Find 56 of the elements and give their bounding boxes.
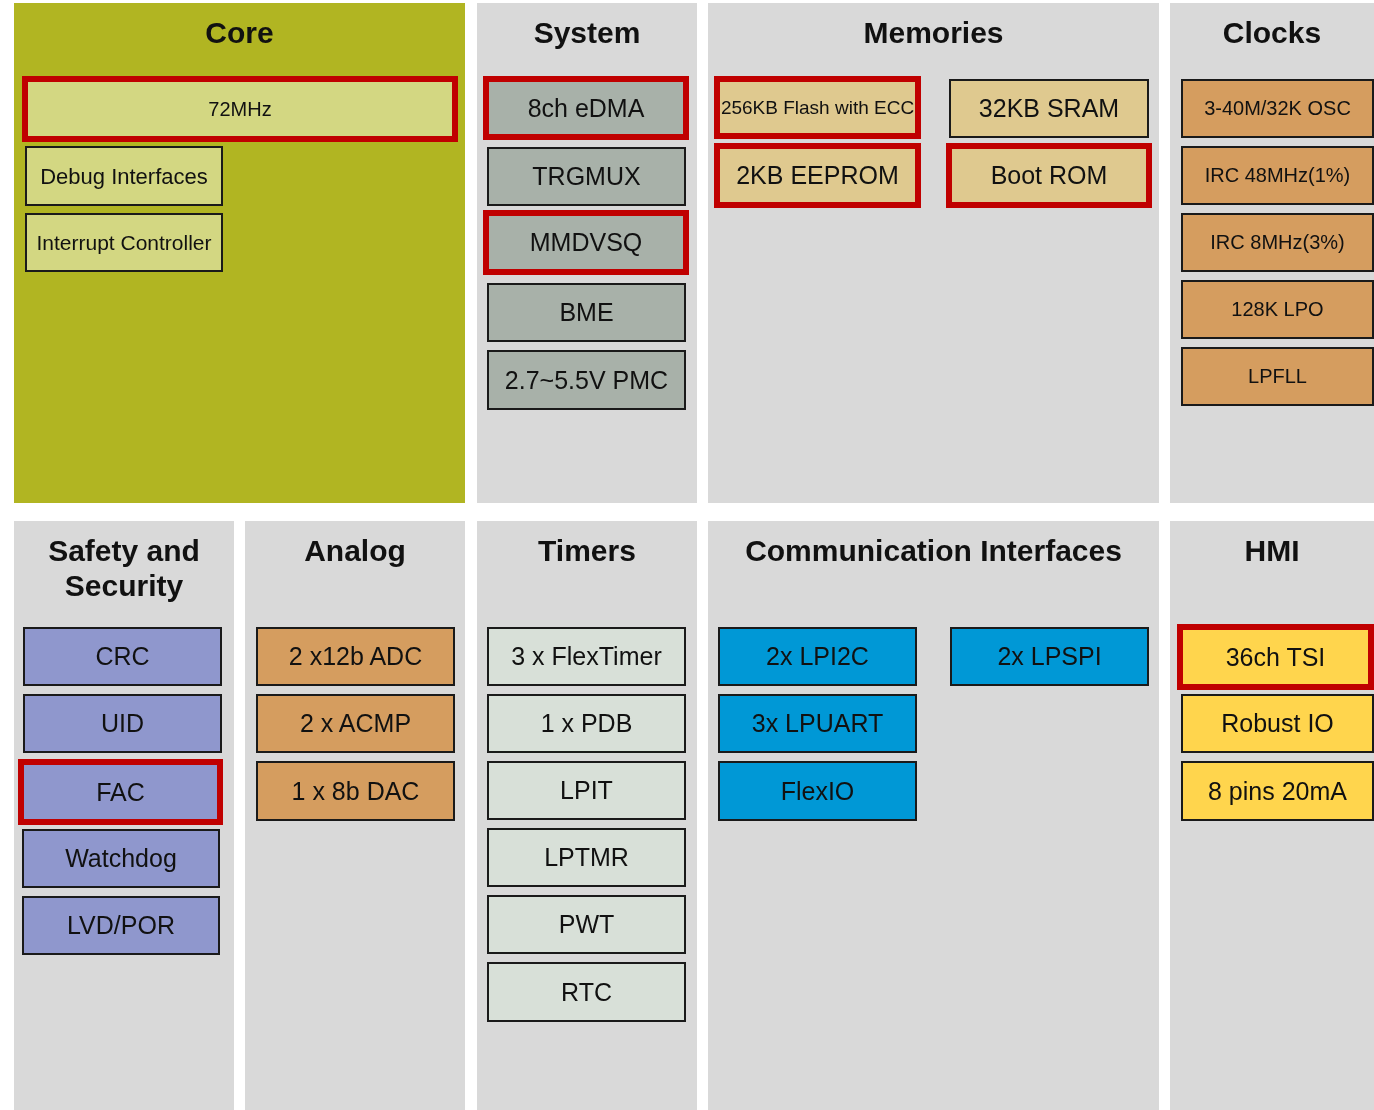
- group-panel: [708, 521, 1159, 1110]
- highlighted-module-box: MMDVSQ: [483, 210, 689, 275]
- module-box: BME: [487, 283, 686, 342]
- module-box: 2x LPI2C: [718, 627, 917, 686]
- module-box: 2 x12b ADC: [256, 627, 455, 686]
- module-box: 2.7~5.5V PMC: [487, 350, 686, 410]
- module-box: LPTMR: [487, 828, 686, 887]
- module-box: 1 x PDB: [487, 694, 686, 753]
- panel-heading: Analog: [303, 533, 407, 568]
- panel-heading: Core: [204, 15, 275, 50]
- highlighted-module-box: 2KB EEPROM: [714, 143, 921, 208]
- panel-heading: Communication Interfaces: [744, 533, 1123, 568]
- module-box: 32KB SRAM: [949, 79, 1149, 138]
- module-box: Debug Interfaces: [25, 146, 223, 206]
- module-box: IRC 48MHz(1%): [1181, 146, 1374, 205]
- module-box: 3 x FlexTimer: [487, 627, 686, 686]
- module-box: 3-40M/32K OSC: [1181, 79, 1374, 138]
- highlighted-module-box: 256KB Flash with ECC: [714, 76, 921, 139]
- group-panel: [1170, 3, 1374, 503]
- group-panel: [477, 521, 697, 1110]
- panel-heading: System: [532, 15, 642, 50]
- module-box: RTC: [487, 962, 686, 1022]
- module-box: UID: [23, 694, 222, 753]
- panel-heading: Safety and Security: [47, 533, 201, 603]
- module-box: LPFLL: [1181, 347, 1374, 406]
- module-box: CRC: [23, 627, 222, 686]
- module-box: Interrupt Controller: [25, 213, 223, 272]
- module-box: TRGMUX: [487, 147, 686, 206]
- panel-heading: Timers: [537, 533, 637, 568]
- module-box: 1 x 8b DAC: [256, 761, 455, 821]
- group-panel: [708, 3, 1159, 503]
- group-panel: [245, 521, 465, 1110]
- highlighted-module-box: FAC: [18, 759, 223, 825]
- module-box: 8 pins 20mA: [1181, 761, 1374, 821]
- highlighted-module-box: Boot ROM: [946, 143, 1152, 208]
- module-box: PWT: [487, 895, 686, 954]
- module-box: 2x LPSPI: [950, 627, 1149, 686]
- module-box: Watchdog: [22, 829, 220, 888]
- group-panel: [14, 3, 465, 503]
- highlighted-module-box: 36ch TSI: [1177, 624, 1374, 690]
- highlighted-module-box: 8ch eDMA: [483, 76, 689, 140]
- module-box: Robust IO: [1181, 694, 1374, 753]
- group-panel: [477, 3, 697, 503]
- panel-heading: HMI: [1243, 533, 1301, 568]
- module-box: LVD/POR: [22, 896, 220, 955]
- module-box: 2 x ACMP: [256, 694, 455, 753]
- module-box: FlexIO: [718, 761, 917, 821]
- highlighted-module-box: 72MHz: [22, 76, 458, 142]
- module-box: 3x LPUART: [718, 694, 917, 753]
- module-box: LPIT: [487, 761, 686, 820]
- group-panel: [14, 521, 234, 1110]
- panel-heading: Clocks: [1221, 15, 1323, 50]
- module-box: 128K LPO: [1181, 280, 1374, 339]
- module-box: IRC 8MHz(3%): [1181, 213, 1374, 272]
- group-panel: [1170, 521, 1374, 1110]
- panel-heading: Memories: [862, 15, 1005, 50]
